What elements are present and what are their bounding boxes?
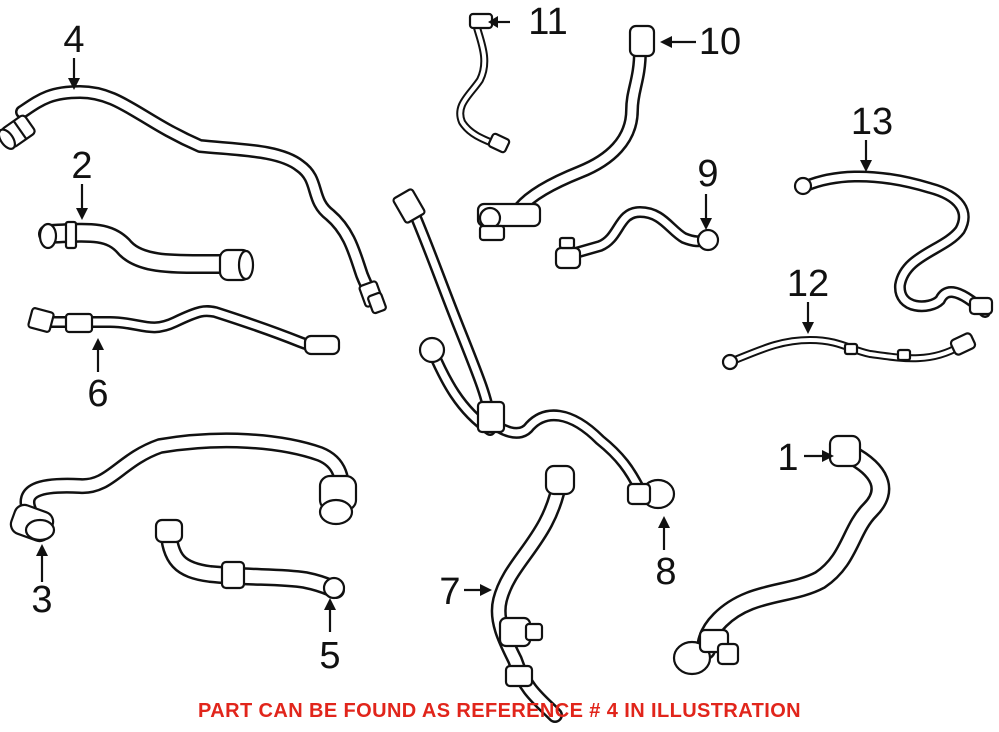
callout-8: 8 <box>655 551 676 593</box>
hose-6 <box>27 305 341 356</box>
callout-10: 10 <box>699 21 741 63</box>
callout-4: 4 <box>63 19 84 61</box>
hose-4 <box>0 85 387 315</box>
hose-11 <box>456 12 511 154</box>
callout-13: 13 <box>851 101 893 143</box>
hose-5 <box>154 518 346 600</box>
callout-1: 1 <box>777 437 798 479</box>
hose-9 <box>554 206 720 270</box>
callout-9: 9 <box>697 153 718 195</box>
callout-11: 11 <box>528 1 567 43</box>
hose-3 <box>9 432 358 543</box>
hose-7 <box>490 464 576 723</box>
callout-12: 12 <box>787 263 829 305</box>
callout-3: 3 <box>31 579 52 621</box>
hose-1 <box>672 434 891 676</box>
callout-6: 6 <box>87 373 108 415</box>
reference-note: PART CAN BE FOUND AS REFERENCE # 4 IN IL… <box>198 700 801 722</box>
hose-13 <box>793 170 994 318</box>
hose-12 <box>721 332 977 371</box>
hose-10 <box>476 24 656 242</box>
callout-7: 7 <box>439 571 460 613</box>
hose-8 <box>392 188 676 510</box>
hose-2 <box>38 220 255 282</box>
callout-5: 5 <box>319 635 340 677</box>
callout-leaders <box>36 16 872 632</box>
callout-2: 2 <box>71 145 92 187</box>
